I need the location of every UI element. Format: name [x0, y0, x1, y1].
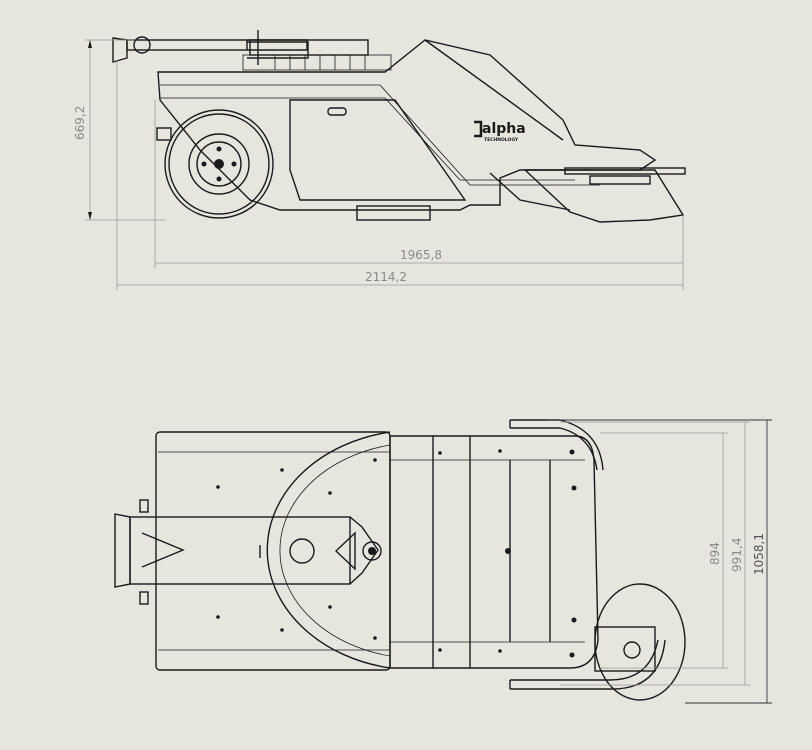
- top-view: 894 991,4 1058,1: [114, 419, 772, 704]
- top-dimensions: 894 991,4 1058,1: [548, 419, 772, 704]
- side-view: alpha TECHNOLOGY 669,2 1965,8 2114,2: [73, 30, 686, 290]
- logo-brand: alpha: [482, 121, 526, 137]
- alpha-technology-logo: alpha TECHNOLOGY: [474, 120, 526, 143]
- dimension-wheelbase-length: 1965,8: [400, 248, 442, 262]
- side-dimensions: 669,2 1965,8 2114,2: [73, 39, 684, 290]
- dimension-overall-width: 1058,1: [752, 533, 766, 575]
- logo-subtitle: TECHNOLOGY: [484, 137, 519, 143]
- dimension-inner-width: 894: [708, 542, 722, 565]
- dimension-overall-length: 2114,2: [365, 270, 407, 284]
- dimension-height: 669,2: [73, 106, 87, 140]
- dimension-mid-width: 991,4: [730, 538, 744, 572]
